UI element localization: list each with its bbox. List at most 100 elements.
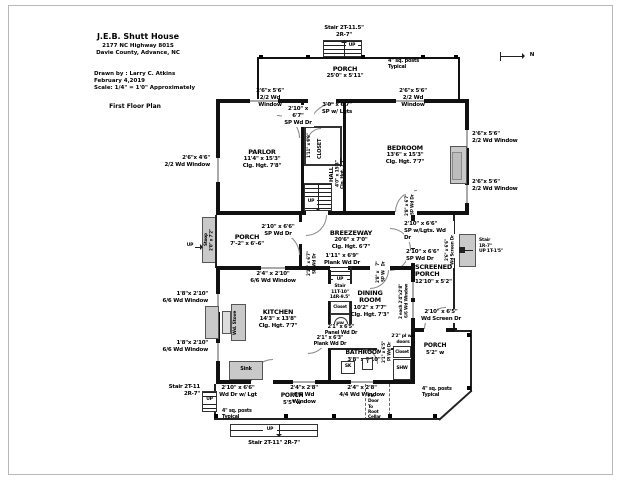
room-name: BATHROOM	[345, 349, 383, 356]
east-stair-arrow	[462, 250, 473, 251]
room-dims: 7'-2" x 6'-6"	[230, 241, 264, 248]
room-name: PORCH	[423, 342, 447, 349]
wall-upper-east	[465, 99, 469, 215]
south-stair-arrowhead-icon	[276, 434, 282, 440]
room-label-west-porch: PORCH 7'-2" x 6'-6"	[224, 233, 270, 248]
southwest-stair-up: UP	[203, 397, 216, 403]
label-west-porch-door: 2'10" x 6'6" SP Wd Dr	[259, 224, 297, 238]
top-stair-arrowhead-icon	[341, 37, 347, 43]
label-root-cellar: Flr. Door To Root Cellar	[368, 394, 381, 420]
window-front-east	[396, 99, 424, 103]
wall-front	[216, 99, 469, 103]
porch-post	[421, 55, 425, 59]
room-dims: 12'10" x 5'2"	[415, 278, 452, 285]
porch-post	[388, 414, 392, 418]
window-kitchen-west-1	[216, 294, 220, 312]
hall-stair-arrow	[318, 183, 319, 211]
room-name: PORCH	[234, 233, 260, 241]
south-stair-up: UP	[263, 427, 277, 433]
room-label-south-porch: PORCH 5'5" w	[272, 392, 312, 406]
room-ceiling: Clg. Hgt. 7'7"	[340, 158, 346, 190]
label-wood-stove: Wd. Stove	[233, 310, 238, 335]
window-bathroom-south	[351, 380, 373, 384]
note-posts-top: 4" sq. posts Typical	[388, 58, 419, 71]
label-west-stoop: Stoop 2'0" x 7'2"	[203, 229, 214, 251]
room-name: KITCHEN	[262, 308, 294, 316]
note-posts-southeast: 4" sq. posts Typical	[422, 387, 452, 398]
label-window-kitchen-west-2: 1'8"x 2'10" 6/6 Wd Window	[162, 340, 208, 353]
room-dims: 5'2" w	[426, 349, 444, 356]
room-label-screened-porch: SCREENED PORCH 12'10" x 5'2"	[415, 263, 459, 286]
west-porch-edge	[215, 215, 217, 268]
label-water-heater: HW	[334, 321, 346, 326]
label-sink: Sink	[240, 366, 252, 372]
stove-hearth	[222, 311, 231, 334]
porch-post	[259, 55, 263, 59]
room-name: DINING ROOM	[357, 289, 383, 305]
east-porch-north-edge	[455, 330, 472, 332]
inner-stair-up: UP	[333, 277, 347, 283]
label-stair-closet: Closet	[333, 304, 347, 309]
wall-hall-bedroom	[343, 99, 346, 215]
room-name: PORCH	[332, 65, 358, 73]
window-parlor-west	[216, 158, 220, 182]
front-door-opening	[308, 99, 336, 103]
screen-door-east-opening	[452, 234, 456, 258]
drawn-date: February 4,2019	[94, 78, 145, 84]
porch-post	[433, 414, 437, 418]
porch-post	[467, 386, 471, 390]
label-window-kitchen-west-1: 1'8"x 2'10" 6/6 Wd Window	[162, 291, 208, 304]
room-name: SCREENED PORCH	[415, 263, 453, 279]
window-bedroom-east-2	[465, 185, 469, 203]
porch-post	[214, 414, 218, 418]
house-title: J.E.B. Shutt House	[96, 32, 180, 41]
kitchen-door-opening	[251, 380, 273, 384]
west-stoop-arrowhead-icon	[200, 244, 206, 250]
wall-screened-west	[411, 215, 415, 332]
porch-post	[284, 414, 288, 418]
label-window-west-porch: 2'4" x 2'10" 6/6 Wd Window	[250, 271, 296, 285]
window-west-porch	[261, 266, 285, 270]
room-dims: 20'6" x 7'0"	[334, 237, 368, 244]
wall-upper-south	[216, 211, 469, 215]
room-dims: 11'4" x 15'3"	[243, 156, 281, 163]
wall-lower-north	[216, 266, 415, 270]
room-name: BEDROOM	[387, 144, 423, 152]
window-kitchen-west-2	[216, 343, 220, 361]
bath-sink-box	[341, 361, 355, 374]
east-porch-east-edge	[470, 332, 472, 392]
label-bath-sink: SK	[344, 364, 352, 369]
west-porch-door-opening	[299, 222, 302, 244]
room-dims: 10'2" x 7'7"	[353, 304, 387, 311]
window-kitchen-south	[293, 380, 315, 384]
label-window-parlor-west: 2'6"x 4'6" 2/2 Wd Window	[164, 155, 210, 168]
stair-closet-box	[330, 301, 350, 314]
room-dims: 14'3" x 13'8"	[259, 316, 297, 323]
window-front-west	[250, 99, 278, 103]
house-address: 2177 NC Highway 801S	[102, 43, 174, 49]
room-ceiling: Clg. Hgt. 6'7"	[331, 244, 371, 251]
room-name: PARLOR	[248, 148, 276, 156]
room-label-parlor: PARLOR 11'4" x 15'3" Clg. Hgt. 7'8"	[226, 148, 298, 170]
label-front-door: 3'0" x 6'7" SP w/ Lgts	[321, 102, 353, 115]
label-window-front-west: 2'6"x 5'6" 2/2 Wd Window	[256, 88, 284, 108]
shower-box	[393, 359, 411, 380]
label-bath-closet: Closet	[395, 349, 409, 354]
label-closet-doors: 2'2" pl wd doors	[391, 334, 415, 345]
room-label-top-porch: PORCH 25'0" x 5'11"	[310, 65, 380, 80]
sink	[229, 361, 263, 380]
label-hall-south-door: 2'10" x 6'7" SP Wd Dr	[306, 248, 316, 280]
compass-letter: N	[529, 52, 535, 58]
wall-upper-west	[216, 99, 220, 215]
chimney-kitchen	[205, 306, 219, 339]
porch-post	[332, 414, 336, 418]
note-posts-southwest: 4" sq. posts Typical	[222, 409, 252, 420]
wall-bathroom-north	[330, 348, 411, 350]
screen-door-south-opening	[424, 328, 446, 332]
label-window-kitchen-south: 2'4"x 2'8" 6/6 Wd Window	[290, 385, 318, 405]
label-window-front-east: 2'6"x 5'6" 2/2 Wd Window	[399, 88, 427, 108]
room-label-hall: HALL 4'0" x 15'3" Clg. Hgt. 7'7"	[329, 148, 346, 200]
label-toilet: T	[366, 360, 369, 365]
room-name: PORCH	[280, 392, 304, 399]
